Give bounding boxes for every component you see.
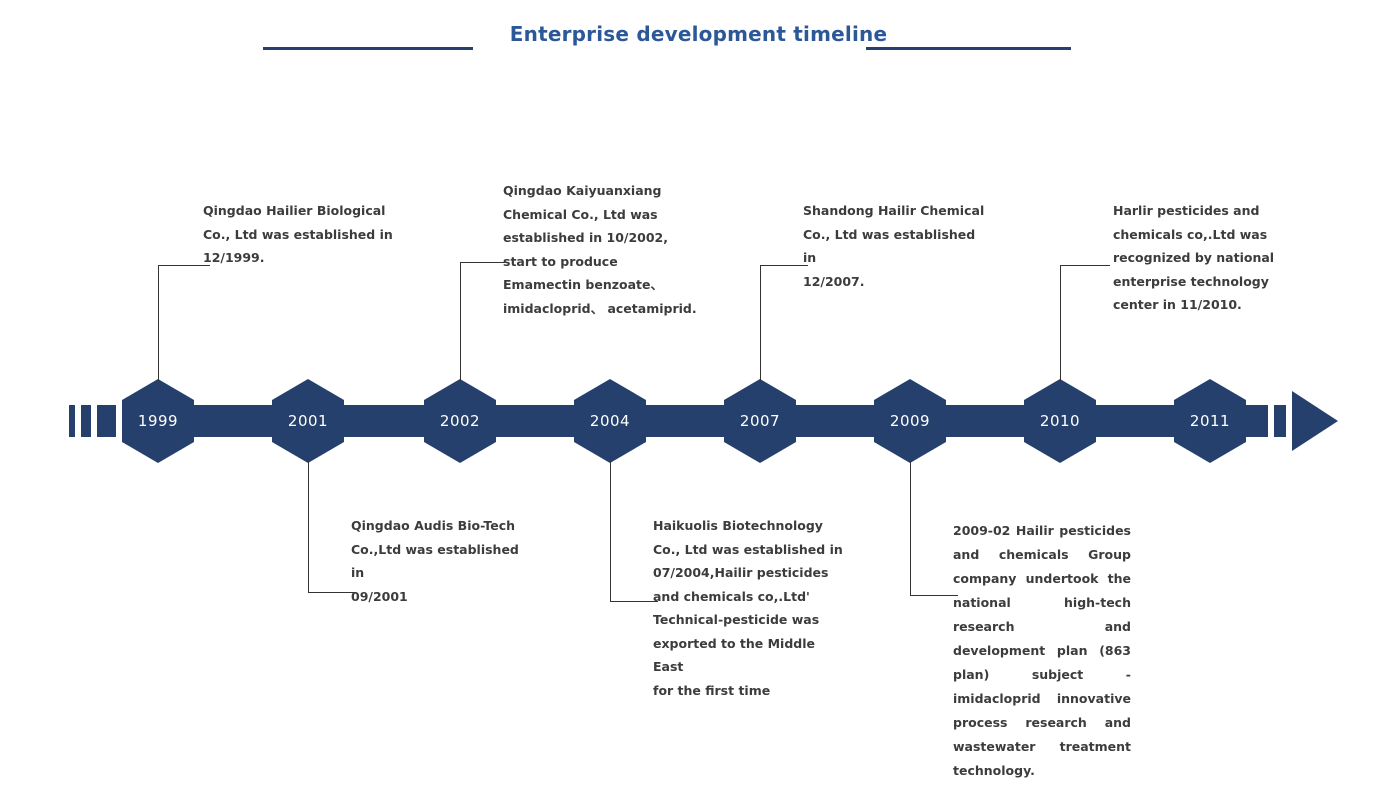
timeline-start-dash-3 [97, 405, 116, 437]
event-text-2010: Harlir pesticides and chemicals co,.Ltd … [1113, 203, 1275, 312]
timeline-node-2007[interactable]: 2007 [724, 379, 796, 463]
timeline-end-dash-2 [1274, 405, 1286, 437]
event-text-2002: Qingdao Kaiyuanxiang Chemical Co., Ltd w… [503, 183, 697, 316]
timeline-arrow-icon [1292, 391, 1338, 451]
page-title: Enterprise development timeline [509, 22, 888, 46]
timeline-node-2002[interactable]: 2002 [424, 379, 496, 463]
timeline-start-dash-1 [69, 405, 75, 437]
event-text-2007: Shandong Hailir Chemical Co., Ltd was es… [803, 203, 985, 289]
title-rule-right [866, 47, 1071, 50]
title-area: Enterprise development timeline [0, 0, 1397, 70]
timeline-node-2001[interactable]: 2001 [272, 379, 344, 463]
timeline-node-2011[interactable]: 2011 [1174, 379, 1246, 463]
timeline-node-2010[interactable]: 2010 [1024, 379, 1096, 463]
timeline-start-dash-2 [81, 405, 91, 437]
timeline-node-2009[interactable]: 2009 [874, 379, 946, 463]
title-rule-left [263, 47, 473, 50]
timeline-node-2004[interactable]: 2004 [574, 379, 646, 463]
timeline-node-1999[interactable]: 1999 [122, 379, 194, 463]
event-text-2009: 2009-02 Hailir pesticides and chemicals … [953, 523, 1131, 778]
timeline-bar [128, 405, 1240, 437]
event-text-2004: Haikuolis Biotechnology Co., Ltd was est… [653, 518, 843, 698]
timeline-end-dash-1 [1246, 405, 1268, 437]
event-text-1999: Qingdao Hailier Biological Co., Ltd was … [203, 203, 393, 265]
event-text-2001: Qingdao Audis Bio-Tech Co.,Ltd was estab… [351, 518, 519, 604]
